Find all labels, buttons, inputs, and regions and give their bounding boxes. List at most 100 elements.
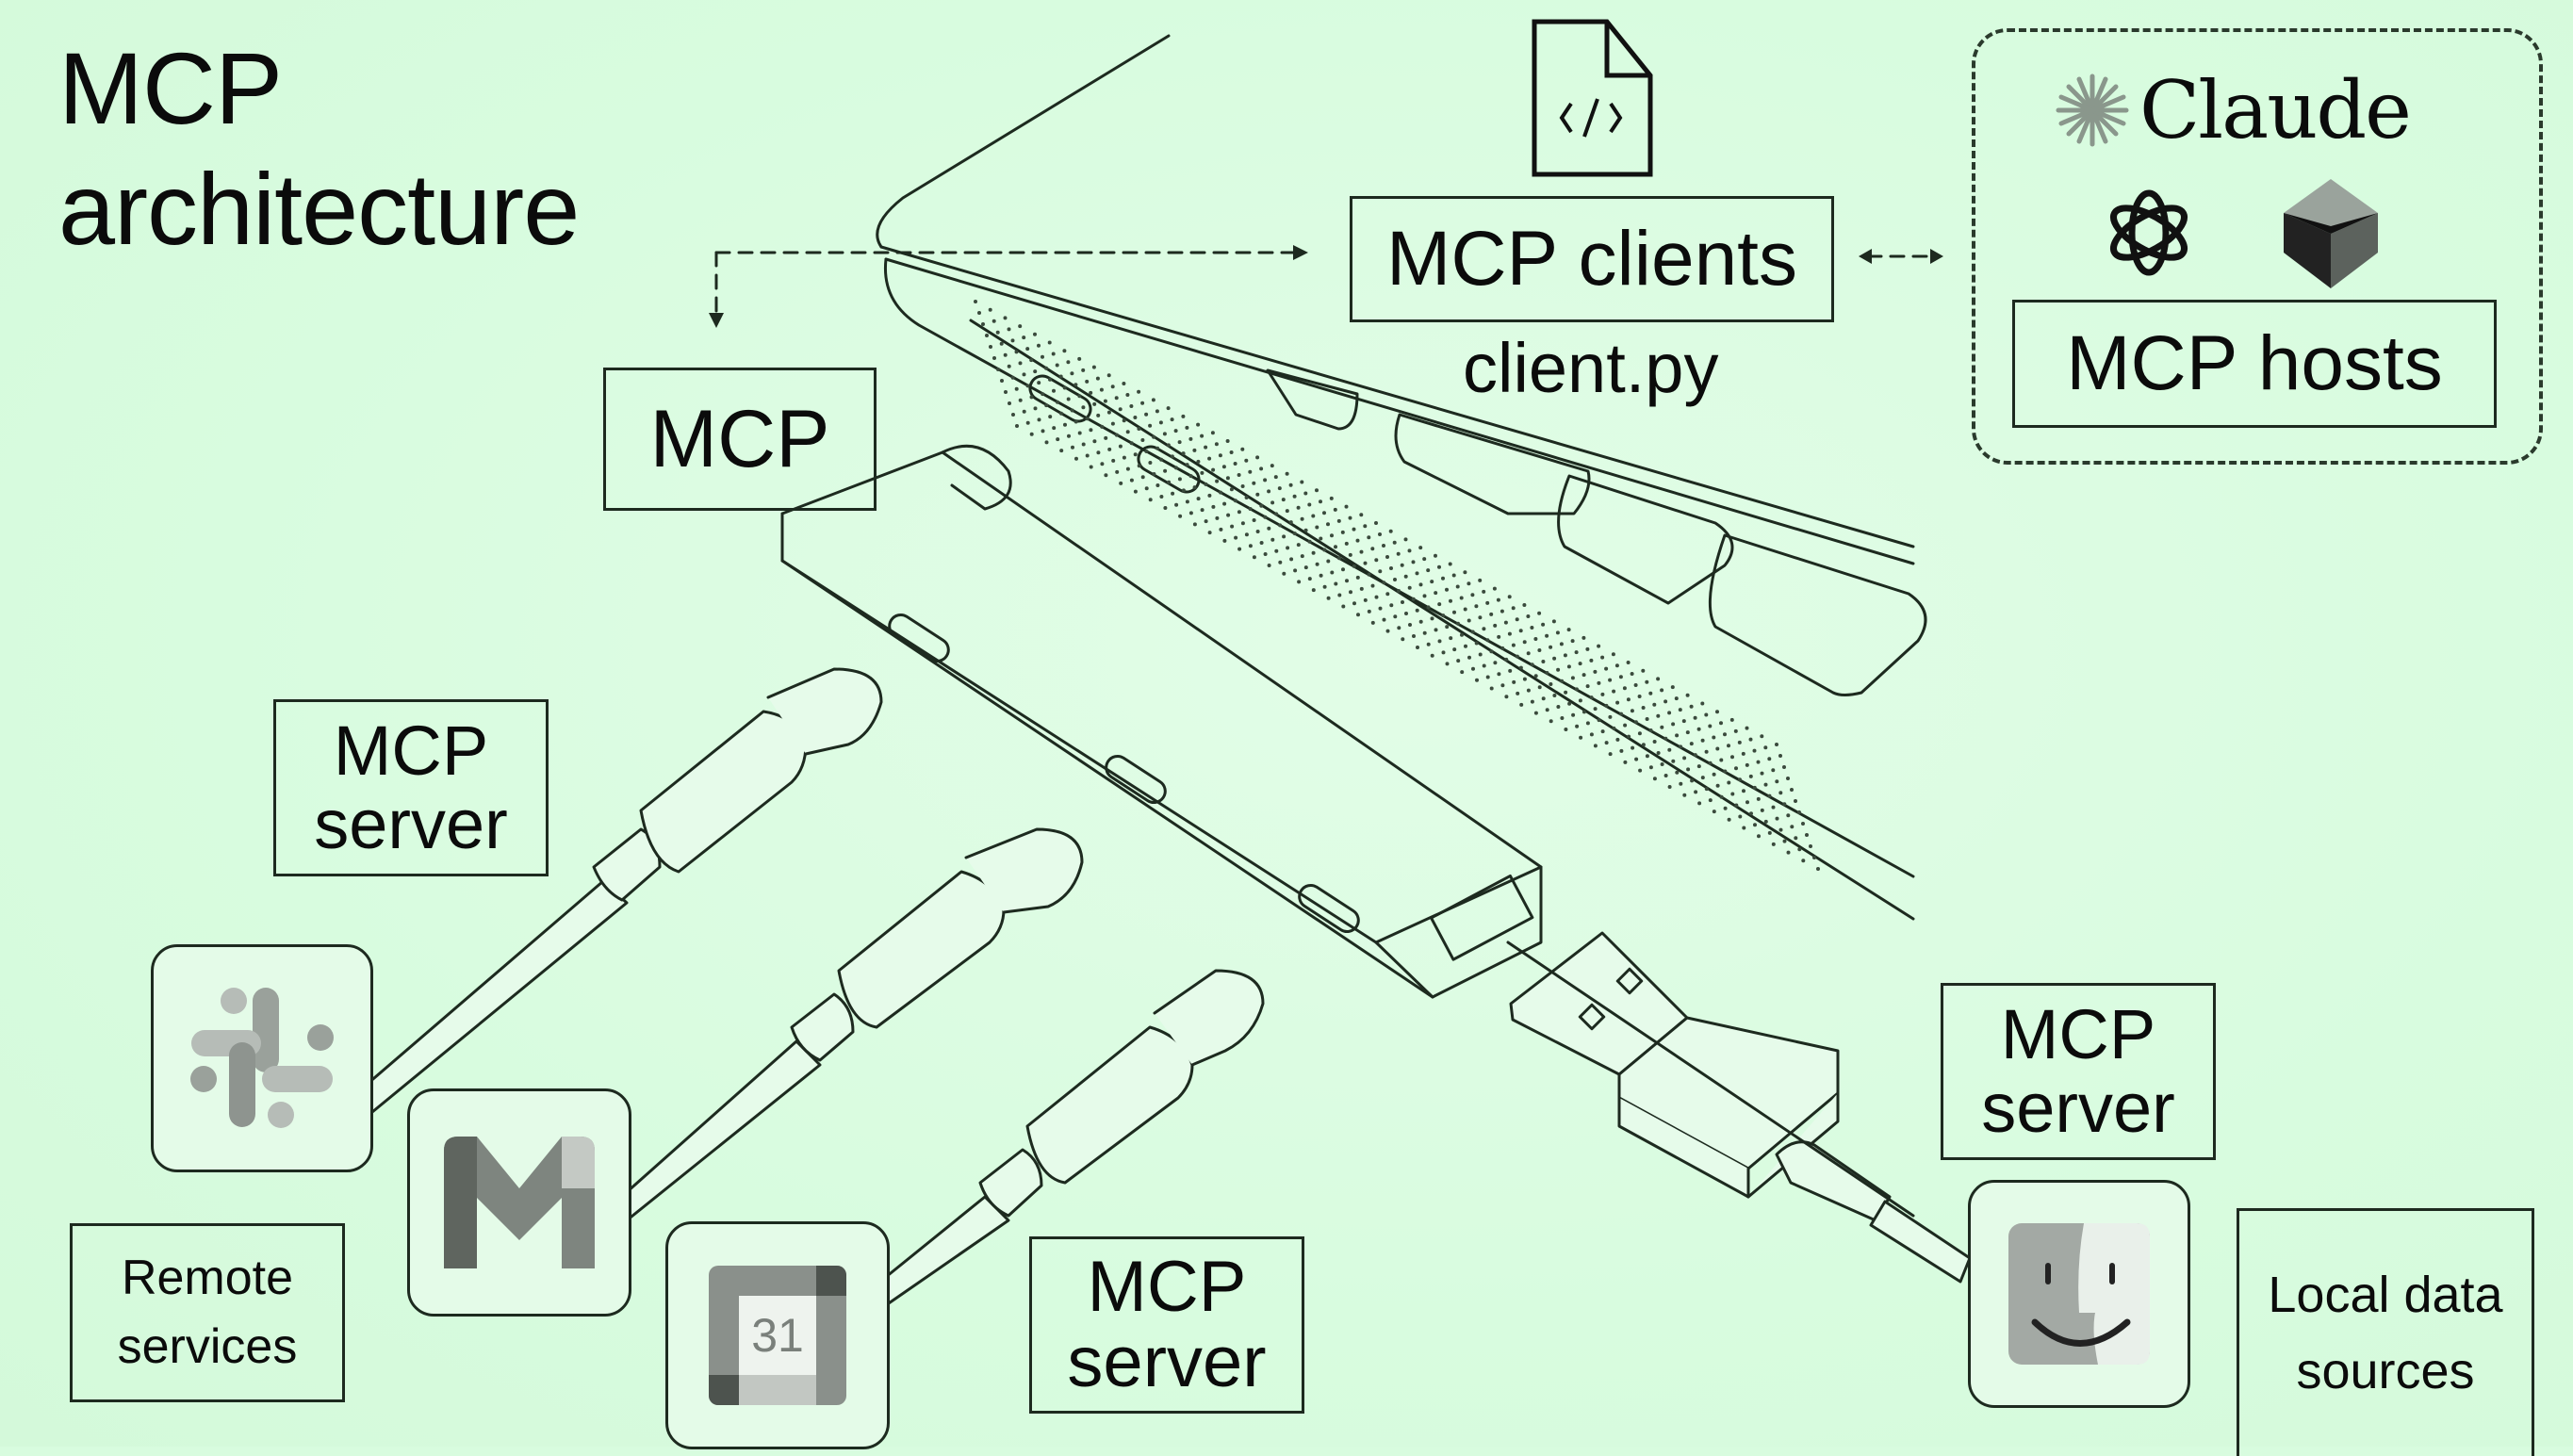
speaker-dot [1723, 769, 1728, 774]
speaker-dot [1215, 515, 1220, 520]
speaker-dot [1300, 516, 1304, 521]
speaker-dot [1259, 541, 1264, 545]
speaker-dot [988, 307, 992, 312]
speaker-dot [1675, 770, 1680, 775]
speaker-dot [1222, 538, 1227, 543]
speaker-dot [1106, 410, 1111, 415]
speaker-dot [1158, 420, 1163, 425]
speaker-dot [1560, 716, 1565, 720]
speaker-dot [1185, 425, 1189, 430]
speaker-dot [1526, 614, 1531, 618]
speaker-dot [1434, 591, 1438, 596]
speaker-dot [1207, 493, 1212, 498]
slack-icon [190, 988, 334, 1128]
speaker-dot [1329, 496, 1334, 500]
speaker-dot [1593, 707, 1598, 712]
speaker-dot [1363, 597, 1368, 602]
speaker-dot [1270, 500, 1275, 505]
speaker-dot [1111, 458, 1116, 463]
speaker-dot [1225, 439, 1230, 443]
claude-logo: Claude [2055, 64, 2412, 156]
speaker-dot [1589, 658, 1594, 663]
speaker-dot [1763, 819, 1768, 824]
speaker-dot [1474, 641, 1479, 646]
speaker-dot [1359, 586, 1364, 591]
speaker-dot [1326, 596, 1331, 600]
laptop-illustration [876, 34, 1927, 921]
speaker-dot [1771, 805, 1776, 810]
speaker-dot [1096, 413, 1101, 417]
speaker-dot [1052, 426, 1057, 431]
speaker-dot [1564, 690, 1568, 695]
speaker-dot [1370, 547, 1375, 551]
speaker-dot [1782, 765, 1786, 769]
speaker-dot [1530, 626, 1534, 630]
speaker-dot [1482, 589, 1486, 594]
speaker-dot [1215, 479, 1220, 483]
hub-top-connector [941, 444, 1012, 511]
hub-port [1105, 754, 1167, 805]
speaker-dot [1797, 810, 1801, 814]
speaker-dot [1663, 736, 1668, 741]
speaker-dot [1656, 677, 1661, 681]
openai-knot-icon [2110, 189, 2188, 276]
speaker-dot [1570, 639, 1575, 644]
speaker-dot [1660, 725, 1664, 729]
speaker-dot [1790, 788, 1794, 792]
speaker-dot [1608, 752, 1613, 757]
speaker-dot [1025, 420, 1030, 425]
laptop-side [883, 257, 1915, 878]
calendar-tile[interactable]: 31 [665, 1221, 890, 1449]
speaker-dot [1400, 563, 1404, 567]
speaker-dot [1015, 424, 1019, 428]
speaker-dot [1697, 801, 1702, 806]
speaker-dot [1025, 384, 1030, 388]
finder-tile[interactable] [1968, 1180, 2190, 1408]
speaker-dot [1696, 764, 1701, 769]
speaker-dot [1719, 758, 1724, 762]
speaker-dot [1786, 777, 1790, 780]
speaker-dot [1467, 581, 1471, 586]
speaker-dot [1767, 793, 1772, 798]
speaker-dot [1337, 593, 1342, 597]
speaker-dot [1370, 583, 1375, 588]
speaker-dot [1733, 728, 1738, 733]
speaker-dot [1415, 571, 1419, 576]
gmail-tile[interactable] [407, 1088, 631, 1317]
speaker-dot [1467, 618, 1471, 623]
speaker-dot [1530, 663, 1534, 667]
speaker-dot [1056, 400, 1059, 404]
speaker-dot [1296, 505, 1301, 510]
speaker-dot [1137, 464, 1141, 468]
speaker-dot [1341, 604, 1346, 609]
speaker-dot [1775, 779, 1779, 784]
speaker-dot [1485, 638, 1490, 643]
speaker-dot [1252, 555, 1256, 560]
speaker-dot [1163, 468, 1168, 473]
speaker-dot [1448, 562, 1452, 566]
speaker-dot [1801, 822, 1805, 826]
speaker-dot [1682, 793, 1687, 797]
speaker-dot [1378, 606, 1383, 611]
speaker-dot [1025, 347, 1030, 352]
speaker-dot [1626, 697, 1631, 702]
speaker-dot [1615, 700, 1620, 705]
speaker-dot [1385, 592, 1390, 597]
speaker-dot [1115, 469, 1120, 474]
speaker-dot [1485, 600, 1490, 605]
speaker-dot [1125, 393, 1130, 397]
speaker-dot [1507, 631, 1512, 636]
speaker-dot [995, 330, 1000, 335]
speaker-dot [1663, 699, 1668, 704]
speaker-dot [1682, 756, 1687, 761]
slack-tile[interactable] [151, 944, 373, 1172]
speaker-dot [1374, 595, 1379, 599]
speaker-dot [1173, 466, 1178, 470]
speaker-dot [1292, 494, 1297, 499]
speaker-dot [1344, 541, 1349, 546]
speaker-dot [1507, 595, 1512, 599]
speaker-dot [1204, 519, 1208, 524]
speaker-dot [1729, 717, 1734, 722]
speaker-dot [1441, 613, 1446, 618]
speaker-dot [1081, 368, 1086, 372]
